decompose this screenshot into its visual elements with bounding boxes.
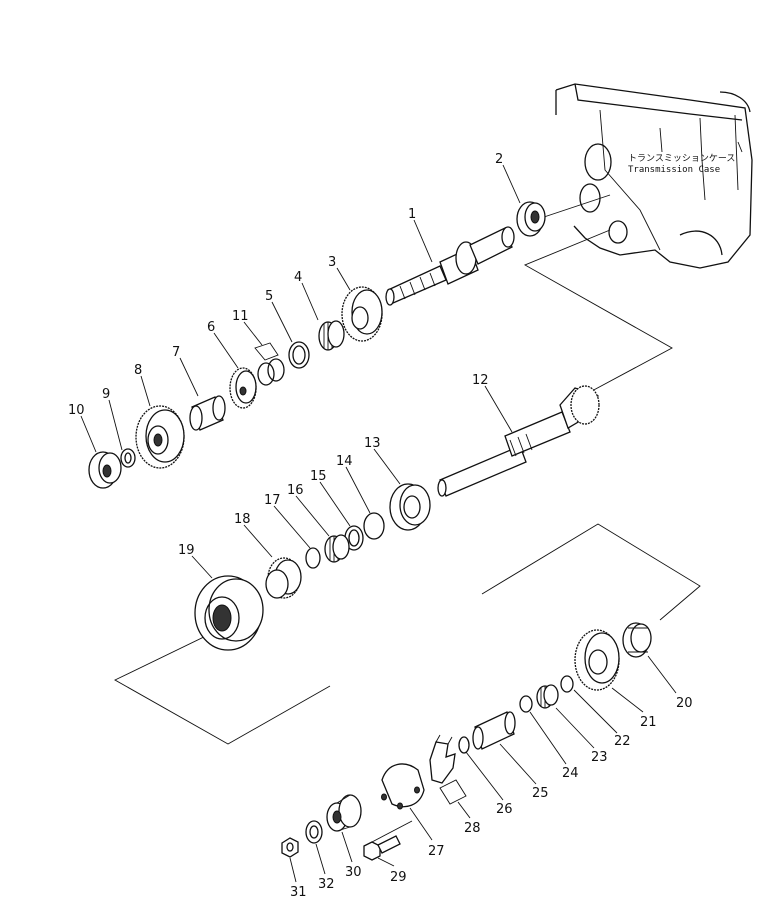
- ring-15: [344, 525, 364, 551]
- callout-1: 1: [408, 207, 416, 222]
- needle-bearing-23: [536, 684, 559, 709]
- bearing-30: [326, 794, 362, 832]
- cover-27: [381, 763, 425, 810]
- callout-23: 23: [591, 750, 608, 765]
- callout-32: 32: [318, 877, 335, 892]
- bearing-2: [516, 201, 546, 237]
- callout-21: 21: [640, 715, 657, 730]
- callout-2: 2: [495, 152, 503, 167]
- callout-12: 12: [472, 373, 489, 388]
- gear-6: [229, 367, 257, 409]
- callout-16: 16: [287, 483, 304, 498]
- callout-18: 18: [234, 512, 251, 527]
- callout-15: 15: [310, 469, 327, 484]
- callout-numbers: 1 2 3 4 5 6 7 8 9 10 11 12 13 14 15 16 1…: [68, 152, 693, 900]
- washer-9: [120, 448, 136, 468]
- callout-7: 7: [172, 345, 180, 360]
- washer-32: [305, 820, 323, 844]
- case-label-japanese: トランスミッションケース: [628, 153, 735, 164]
- ring-22: [560, 675, 574, 693]
- leader-lines: [114, 194, 701, 843]
- gear-18: [265, 557, 302, 599]
- callout-4: 4: [294, 270, 302, 285]
- callout-30: 30: [345, 865, 362, 880]
- callout-19: 19: [178, 543, 195, 558]
- callout-22: 22: [614, 734, 631, 749]
- callout-24: 24: [562, 766, 579, 781]
- callout-26: 26: [496, 802, 513, 817]
- callout-8: 8: [134, 363, 142, 378]
- case-label-english: Transmission Case: [628, 165, 720, 175]
- callout-29: 29: [390, 870, 407, 885]
- needle-bearing-16: [324, 534, 350, 563]
- callout-11: 11: [232, 309, 249, 324]
- callout-10: 10: [68, 403, 85, 418]
- sleeve-25: [472, 711, 516, 750]
- bearing-10: [88, 451, 122, 489]
- callout-5: 5: [265, 289, 273, 304]
- bearing-13: [389, 483, 431, 531]
- callout-6: 6: [207, 320, 215, 335]
- lock-plate-28: [429, 734, 467, 805]
- callout-27: 27: [428, 844, 445, 859]
- gear-3: [341, 286, 383, 342]
- washer-5: [288, 341, 310, 369]
- nut-31: [281, 837, 299, 858]
- ring-17: [305, 547, 321, 569]
- callout-9: 9: [102, 387, 110, 402]
- gear-8: [135, 405, 185, 469]
- callout-20: 20: [676, 696, 693, 711]
- callout-17: 17: [264, 493, 281, 508]
- callout-31: 31: [290, 885, 307, 900]
- hub-19: [194, 575, 264, 651]
- snap-rings-11: [254, 342, 285, 386]
- callout-leaders: [80, 164, 677, 883]
- input-shaft: [385, 226, 515, 306]
- pinion-shaft-12: [437, 385, 600, 497]
- callout-13: 13: [364, 436, 381, 451]
- transmission-case: トランスミッションケース Transmission Case: [555, 83, 753, 269]
- ring-14: [363, 512, 385, 540]
- ring-26: [458, 736, 470, 754]
- needle-bearing-4: [318, 320, 345, 351]
- callout-14: 14: [336, 454, 353, 469]
- callout-28: 28: [464, 821, 481, 836]
- bearing-20: [622, 622, 652, 658]
- bolt-29: [363, 835, 401, 861]
- callout-25: 25: [532, 786, 549, 801]
- gear-21: [574, 629, 620, 691]
- washer-24: [519, 695, 533, 713]
- sleeve-7: [189, 395, 226, 431]
- callout-3: 3: [328, 255, 336, 270]
